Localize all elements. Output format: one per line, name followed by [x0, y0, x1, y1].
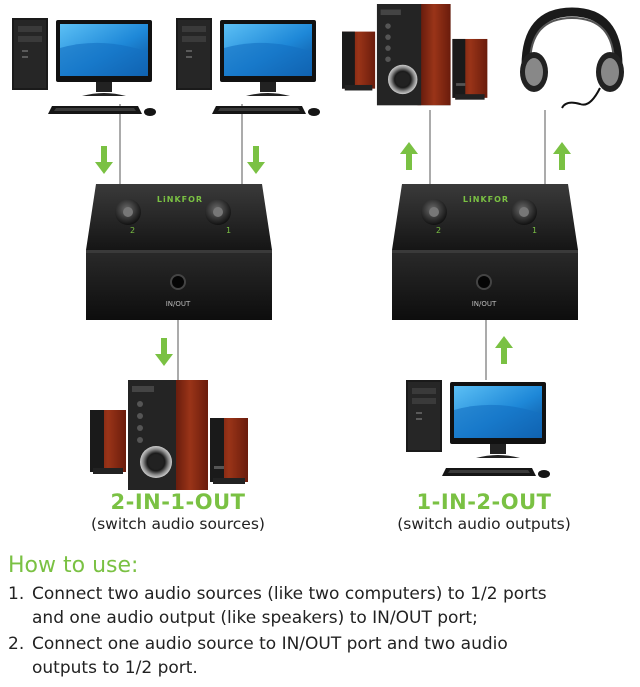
step-text-line-1: Connect two audio sources (like two comp… [32, 584, 547, 604]
instruction-step-1: 1. Connect two audio sources (like two co… [8, 582, 640, 630]
speaker-system-icon [342, 4, 488, 106]
desktop-computer-icon [12, 18, 156, 116]
step-text-line-1: Connect one audio source to IN/OUT port … [32, 634, 508, 654]
step-text-line-2: and one audio output (like speakers) to … [32, 608, 478, 628]
mode-title-1-in-2-out: 1-IN-2-OUT [416, 490, 552, 514]
mode-title-2-in-1-out: 2-IN-1-OUT [110, 490, 246, 514]
in-out-port-label: IN/OUT [166, 300, 191, 308]
mode-subtitle-outputs: (switch audio outputs) [397, 515, 571, 533]
port-1-label: 1 [532, 226, 537, 235]
desktop-computer-icon [176, 18, 320, 116]
arrow-down-icon [95, 146, 113, 174]
arrow-down-icon [155, 338, 173, 366]
speaker-system-icon [90, 380, 248, 490]
arrow-up-icon [400, 142, 418, 170]
how-to-use-heading: How to use: [8, 553, 139, 578]
arrow-up-icon [553, 142, 571, 170]
step-text-line-2: outputs to 1/2 port. [32, 658, 198, 678]
instruction-step-2: 2. Connect one audio source to IN/OUT por… [8, 632, 640, 680]
desktop-computer-icon [406, 380, 550, 478]
arrow-up-icon [495, 336, 513, 364]
headphones-icon [520, 12, 624, 108]
port-2-label: 2 [436, 226, 441, 235]
port-2-label: 2 [130, 226, 135, 235]
step-number: 1. [8, 584, 25, 604]
mode-subtitle-sources: (switch audio sources) [91, 515, 265, 533]
in-out-port-label: IN/OUT [472, 300, 497, 308]
step-number: 2. [8, 634, 25, 654]
brand-logo: LiNKFOR [157, 195, 203, 204]
brand-logo: LiNKFOR [463, 195, 509, 204]
port-1-label: 1 [226, 226, 231, 235]
arrow-down-icon [247, 146, 265, 174]
